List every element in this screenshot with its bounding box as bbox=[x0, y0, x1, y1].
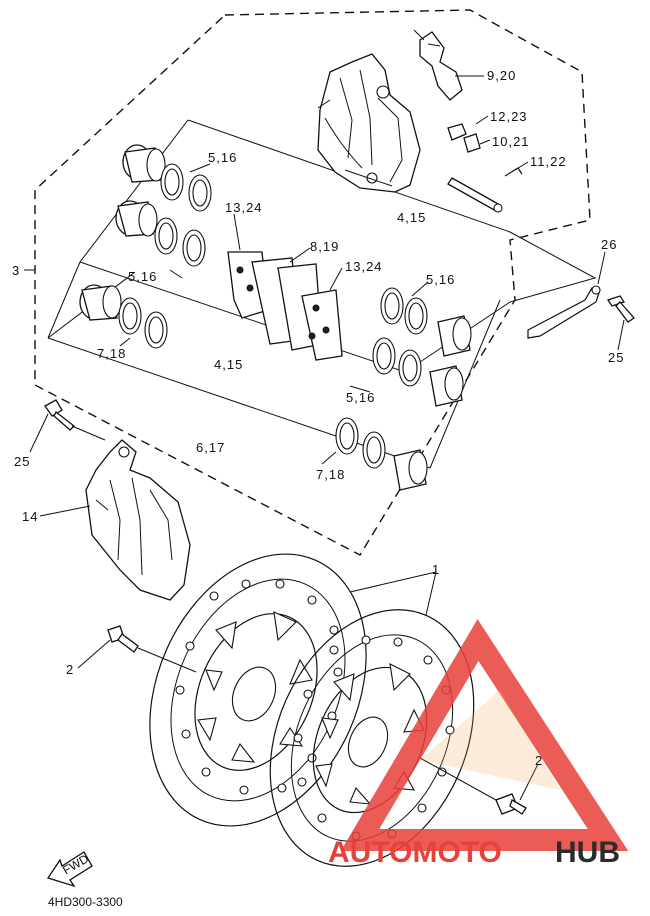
label-10-21: 10,21 bbox=[492, 134, 530, 149]
caliper-lower bbox=[85, 439, 191, 601]
disc-bolt-left bbox=[107, 625, 139, 653]
piston-group-right-lower bbox=[335, 417, 428, 491]
label-13-24-a: 13,24 bbox=[225, 200, 263, 215]
pad-pin bbox=[447, 177, 503, 213]
label-14: 14 bbox=[22, 509, 38, 524]
label-11-22: 11,22 bbox=[530, 154, 567, 169]
watermark-text-dark: HUB bbox=[555, 836, 620, 869]
label-12-23: 12,23 bbox=[490, 109, 528, 124]
leader-lines bbox=[24, 75, 625, 801]
brake-disc-left bbox=[149, 553, 367, 827]
brake-pads bbox=[227, 251, 343, 361]
bolt-right bbox=[606, 295, 635, 323]
bleed-screw-clip bbox=[413, 29, 463, 101]
label-5-16-c: 5,16 bbox=[426, 272, 455, 287]
label-6-17: 6,17 bbox=[196, 440, 225, 455]
part-labels: 9,20 12,23 10,21 11,22 5,16 13,24 8,19 1… bbox=[12, 68, 624, 909]
piston-group-right-upper bbox=[380, 287, 472, 357]
label-5-16-a: 5,16 bbox=[208, 150, 237, 165]
caliper-upper bbox=[317, 53, 421, 193]
label-5-16-d: 5,16 bbox=[346, 390, 375, 405]
label-2-b: 2 bbox=[535, 753, 543, 768]
label-4-15-b: 4,15 bbox=[214, 357, 243, 372]
label-13-24-b: 13,24 bbox=[345, 259, 383, 274]
label-25-b: 25 bbox=[14, 454, 30, 469]
bleed-screw bbox=[447, 123, 481, 153]
piston-group-right-middle bbox=[372, 337, 464, 407]
label-26: 26 bbox=[601, 237, 617, 252]
label-3: 3 bbox=[12, 263, 20, 278]
watermark-text-red: AUTOMOTO bbox=[328, 836, 502, 869]
label-25-a: 25 bbox=[608, 350, 624, 365]
watermark-text: AUTOMOTO HUB bbox=[328, 836, 620, 869]
label-7-18-b: 7,18 bbox=[316, 467, 345, 482]
label-9-20: 9,20 bbox=[487, 68, 516, 83]
piston-group-lower-left bbox=[79, 284, 168, 349]
brake-disc-right bbox=[269, 609, 475, 867]
disc-bolt-right bbox=[495, 793, 527, 815]
label-4-15-a: 4,15 bbox=[397, 210, 426, 225]
label-5-16-b: 5,16 bbox=[128, 269, 157, 284]
caliper-assembly-outline bbox=[34, 9, 591, 556]
label-8-19: 8,19 bbox=[310, 239, 339, 254]
label-7-18-a: 7,18 bbox=[97, 346, 126, 361]
label-2-a: 2 bbox=[66, 662, 74, 677]
label-1: 1 bbox=[432, 562, 440, 577]
fwd-arrow-icon: FWD bbox=[46, 851, 93, 888]
diagram-code: 4HD300-3300 bbox=[48, 895, 123, 909]
piston-group-upper bbox=[115, 144, 212, 267]
pin-clip bbox=[504, 167, 523, 177]
bolt-left bbox=[44, 399, 75, 431]
hose-guide bbox=[527, 285, 601, 339]
watermark-triangle-logo-icon bbox=[340, 619, 629, 851]
